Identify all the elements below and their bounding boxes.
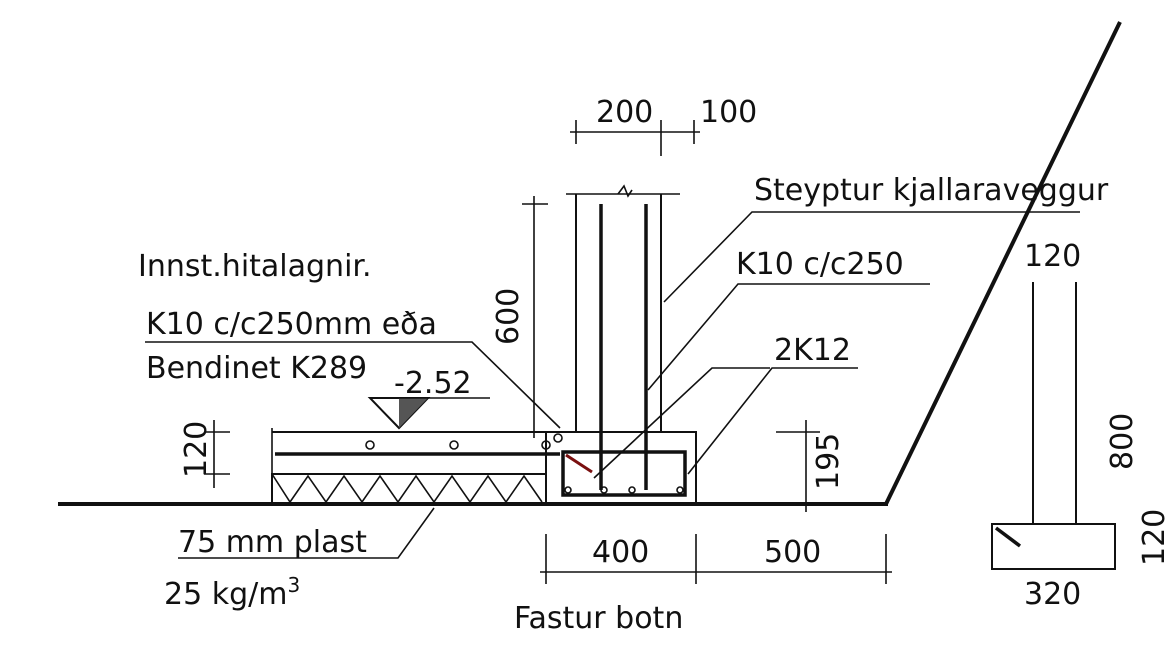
label-wall-rebar: K10 c/c250: [736, 247, 904, 282]
label-slab-thickness: 120: [179, 421, 214, 478]
section-hook: [994, 526, 1022, 548]
wall-break-mark: [617, 184, 633, 198]
label-density-exp: 3: [287, 573, 300, 597]
footing-rebar-bar: [564, 486, 572, 494]
leader-insulation: [178, 507, 435, 559]
label-insulation: 75 mm plast: [178, 525, 367, 560]
label-section-wall-width: 120: [1024, 239, 1081, 274]
label-mesh: Bendinet K289: [146, 351, 367, 386]
footing-outline: [545, 431, 697, 505]
label-section-footing-height: 120: [1137, 509, 1172, 566]
label-wall-title: Steyptur kjallaraveggur: [754, 173, 1109, 208]
footing-rebar-cage: [561, 450, 687, 497]
heating-pipe: [449, 440, 459, 450]
label-heating: Innst.hitalagnir.: [138, 249, 372, 284]
heating-pipe: [365, 440, 375, 450]
leader-wall-title: [663, 211, 1080, 303]
ground-fill: [0, 0, 1174, 505]
label-footing-width: 400: [592, 535, 649, 570]
label-section-height: 800: [1105, 413, 1140, 470]
label-section-footing-width: 320: [1024, 577, 1081, 612]
soil-fill: [0, 40, 1174, 647]
label-wall-height: 600: [491, 288, 526, 345]
level-marker-hatch: [399, 398, 428, 428]
leader-cage-hook: [593, 367, 770, 479]
insulation-zigzag: [271, 473, 543, 504]
label-density-value: 25 kg/m: [164, 577, 287, 612]
label-wall-thickness: 200: [596, 95, 653, 130]
footing-rebar-bar: [628, 486, 636, 494]
leader-slab-rebar: [145, 341, 561, 429]
excavation-slope-line: [884, 21, 1122, 505]
label-footing-ext: 500: [764, 535, 821, 570]
label-density: 25 kg/m3: [164, 573, 300, 612]
section-footing: [991, 523, 1116, 570]
footing-rebar-bar: [676, 486, 684, 494]
label-footing-title: Fastur botn: [514, 601, 683, 636]
label-footing-height: 195: [811, 433, 846, 490]
label-wall-offset: 100: [700, 95, 757, 130]
heating-pipe: [553, 433, 563, 443]
leader-wall-rebar: [647, 283, 930, 391]
label-footing-rebar: 2K12: [774, 333, 851, 368]
footing-cage-hook: [565, 453, 593, 474]
label-level: -2.52: [394, 366, 472, 401]
label-slab-rebar: K10 c/c250mm eða: [146, 307, 437, 342]
leader-footing-rebar: [687, 367, 858, 475]
